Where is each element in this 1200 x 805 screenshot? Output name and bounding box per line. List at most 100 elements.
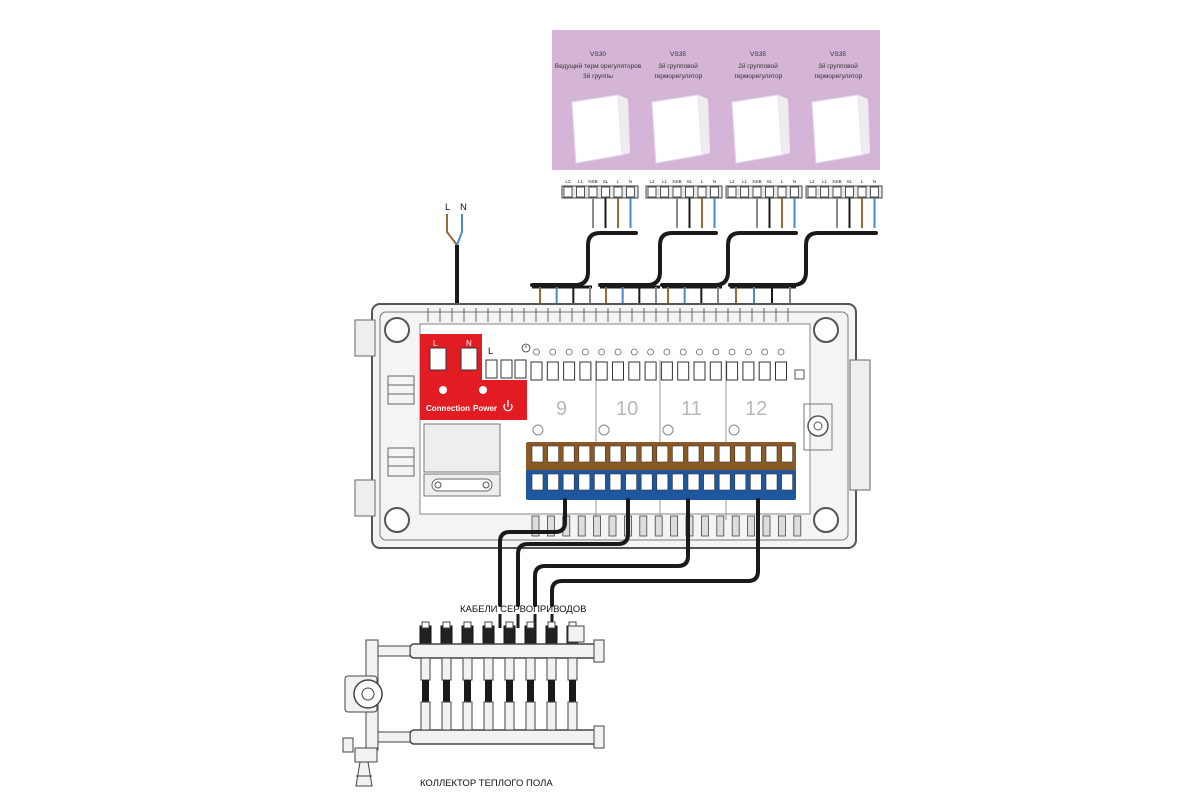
actuator-cable-1 [498,498,567,607]
thermostat-3-device [731,94,790,164]
upper-terminal [579,361,592,381]
brown-bar-terminal [703,445,715,463]
terminal-screw [613,186,623,198]
flow-meter [527,680,534,702]
bottom-connector [701,515,709,537]
actuator-head-icon [545,625,558,645]
blue-bar-terminal [672,473,684,491]
terminal-screw [563,186,573,198]
terminal-label: N [713,179,716,184]
brown-bar-terminal [656,445,669,463]
blue-bar-terminal [531,473,544,491]
mains-l-label: L [445,202,450,213]
bottom-connector [639,515,648,537]
terminal-screw [832,186,842,198]
zone-number-11: 11 [681,398,702,420]
connection-label: Connection [426,404,470,413]
actuator-cap [505,621,514,629]
upper-terminal-marker [630,348,638,356]
upper-terminal-marker [761,348,769,356]
brown-bar-terminal [578,445,591,463]
flow-meter [569,680,576,702]
upper-terminal [693,361,706,381]
upper-terminal-marker [549,348,557,356]
actuator-cable-3 [533,498,690,607]
power-led-icon [479,386,487,394]
bottom-connector [793,515,802,537]
bottom-connector [716,515,725,537]
terminal-screw [647,186,657,198]
thermostat-3-model: VS35 [750,51,766,58]
upper-terminal-marker [696,348,703,356]
thermostat-1: VS30 Ведущий терм орегуляторов 3й группы [555,51,642,164]
thermostat-3-line1: 2й групповой [738,62,778,70]
housing-top-ribs [427,308,789,322]
upper-terminal [742,361,755,381]
zone-number-12: 12 [745,398,767,420]
supply-outlet [462,657,473,681]
blue-bar-terminal [734,473,747,491]
actuator-cap [484,621,493,629]
upper-terminal [644,361,657,381]
actuator-head-icon [419,625,432,645]
supply-outlet [483,657,494,681]
actuator-cables [498,498,760,607]
upper-terminal-marker [582,348,589,356]
mains-n-label: N [460,202,467,213]
terminal-screw [601,186,610,198]
return-outlet [462,701,473,731]
terminal-screw [845,186,854,198]
thermostat-2-model: VS35 [670,51,686,58]
bottom-connector [547,515,555,537]
terminal-label: SL [603,179,609,184]
upper-terminal-marker [533,348,540,356]
aux-l-label: L [488,346,493,357]
terminal-screw [765,186,774,198]
thermostat-4-line1: 3й групповой [818,62,858,70]
blue-bar-terminal [562,473,575,491]
terminal-label: SL [767,179,773,184]
power-icon [503,400,513,412]
actuator-head-icon [461,625,474,645]
brown-bar-terminal [750,445,762,463]
brown-bar-terminal [625,445,637,463]
bottom-connector [747,515,755,537]
return-outlet [420,701,431,731]
terminal-screw [777,186,787,198]
controller-upper-terminals [530,348,787,381]
brown-bar-terminal [781,445,793,463]
brown-bar-terminal [718,445,731,463]
actuator-cap [442,621,451,629]
screw-icon [384,507,410,533]
bottom-connector [670,515,678,537]
blue-bar-terminal [640,473,653,491]
terminal-screw [857,186,867,198]
thermostat-4-line2: терморегулятор [814,73,863,80]
thermostat-4-device [811,94,870,164]
air-vent-icon [567,625,585,643]
upper-terminal [726,361,739,381]
brown-bar-terminal [562,445,575,463]
thermostat-wire-drops [592,198,876,228]
blue-bar-terminal [750,473,762,491]
supply-outlet [504,657,515,681]
terminal-label: NSB [832,179,841,184]
actuator-cap [526,621,535,629]
actuator-head-icon [482,625,495,645]
blue-bar-terminal [609,473,622,491]
terminal-screw [807,186,817,198]
terminal-label: N [793,179,796,184]
power-block-l-label: L [433,339,438,348]
thermostat-2-line1: 3й групповой [658,62,698,70]
actuator-head-icon [440,625,453,645]
terminal-label: L1 [578,179,584,184]
terminal-screw [576,186,585,198]
brown-bar-terminal [687,445,700,463]
upper-terminal [612,361,624,381]
actuator-head-icon [524,625,537,645]
actuator-head-icon [503,625,516,645]
terminal-screw [697,186,707,198]
upper-terminal-marker [598,348,606,356]
power-block: L N Connection Power L [420,334,531,420]
thermostat-cable-2 [598,231,718,287]
